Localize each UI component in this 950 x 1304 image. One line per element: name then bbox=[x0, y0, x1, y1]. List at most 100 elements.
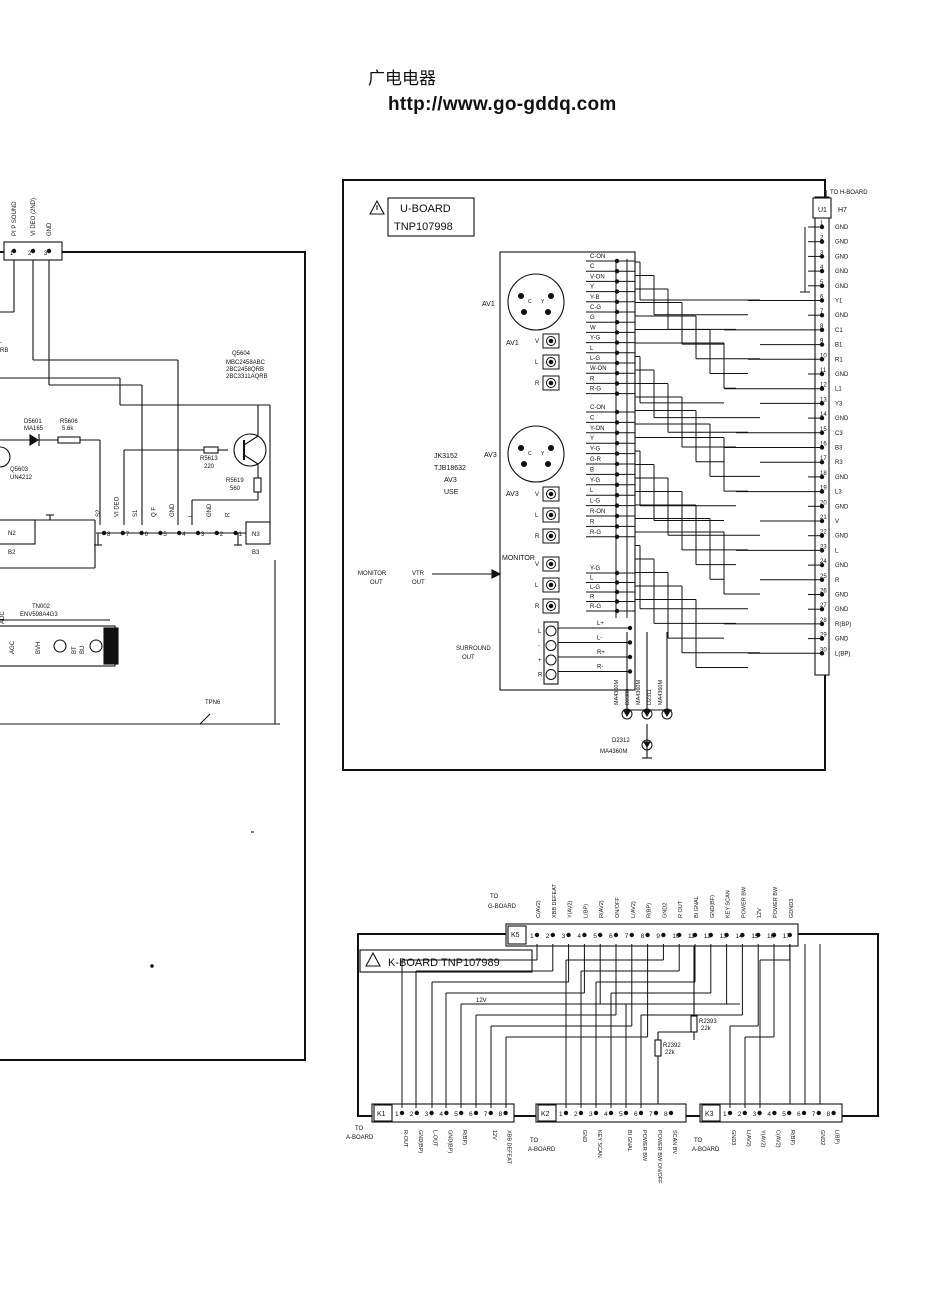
tuner-pin-label: BVH bbox=[36, 642, 42, 654]
surround-pin-label: + bbox=[538, 658, 542, 664]
av1-signal-label: R bbox=[590, 376, 595, 382]
k2-pin bbox=[578, 1110, 584, 1116]
k2-pin-label: KEY SCAN bbox=[596, 1130, 602, 1158]
k5-pin-number: 10 bbox=[672, 933, 680, 940]
u1-pin-label: GND bbox=[835, 269, 849, 275]
k1-pin-label: GND(BP) bbox=[417, 1130, 423, 1153]
u1-pin-label: GND bbox=[835, 254, 849, 260]
k5-connector bbox=[505, 923, 799, 947]
k3-pin-label: GND2 bbox=[819, 1130, 825, 1145]
b-connector-pin bbox=[101, 530, 107, 536]
k5-pin bbox=[724, 932, 729, 938]
b-connector-label: GND bbox=[170, 503, 176, 517]
u1-pin-number: 10 bbox=[820, 353, 827, 359]
u1-pin-number: 4 bbox=[820, 265, 824, 271]
k5-pin bbox=[566, 932, 571, 938]
k5-pin bbox=[550, 932, 555, 938]
av3-rca-jack bbox=[542, 486, 560, 502]
u1-pin-number: 15 bbox=[820, 427, 827, 433]
k5-pin-number: 16 bbox=[767, 933, 775, 940]
monitor-signal-label: Y-G bbox=[590, 566, 600, 572]
u1-pin-label: GND bbox=[835, 534, 849, 540]
b-connector-label: S2 bbox=[96, 509, 102, 517]
k5-pin bbox=[756, 932, 761, 938]
u1-pin-label: GND bbox=[835, 313, 849, 319]
k3-pin bbox=[772, 1110, 777, 1116]
k1-pin-label: XBB DEFEAT bbox=[506, 1130, 512, 1164]
u1-pin-number: 5 bbox=[820, 280, 824, 286]
u1-pin-label: L bbox=[835, 548, 839, 554]
k1-pin bbox=[429, 1110, 434, 1116]
k3-pin-label: R(BP) bbox=[789, 1130, 795, 1145]
u1-pin-number: 16 bbox=[820, 442, 827, 448]
b-connector-label: R bbox=[226, 512, 232, 517]
av3-signal-label: C bbox=[590, 415, 595, 421]
monitor-rca-label: R bbox=[535, 604, 540, 610]
surround-signal-label: L- bbox=[597, 636, 602, 642]
av1-signal-label: Y bbox=[590, 285, 594, 291]
site-name-cn: 广电电器 bbox=[368, 69, 436, 89]
din-pin-label: Y bbox=[541, 299, 545, 305]
k5-pin bbox=[787, 932, 792, 938]
k1-pin-number: 3 bbox=[425, 1111, 429, 1118]
k5-pin-number: 2 bbox=[546, 933, 550, 940]
k2-pin-number: 4 bbox=[604, 1111, 608, 1118]
k5-pin-label: C(AV2) bbox=[536, 900, 542, 918]
diode-symbol bbox=[661, 708, 673, 720]
k-board-frame bbox=[357, 933, 879, 1117]
av1-signal-label: W-ON bbox=[590, 366, 607, 372]
b-connector-pin bbox=[139, 530, 144, 536]
u1-pin-number: 1 bbox=[820, 221, 824, 227]
diode-label: D2308 bbox=[625, 689, 631, 705]
monitor-rca-jack bbox=[542, 577, 560, 593]
u1-pin-label: Y1 bbox=[835, 299, 843, 305]
k3-pin-number: 2 bbox=[738, 1111, 742, 1118]
b-top-pin-number: 3 bbox=[44, 251, 48, 257]
k5-pin-number: 8 bbox=[641, 933, 645, 940]
k3-pin-label: L(BP) bbox=[834, 1130, 840, 1144]
av1-din-jack bbox=[507, 273, 565, 331]
din-pin-label: C bbox=[528, 451, 532, 457]
av3-rca-label: R bbox=[535, 534, 540, 540]
diode-label: MA4360M bbox=[636, 680, 642, 705]
k5-pin bbox=[534, 932, 540, 938]
k3-pin-number: 5 bbox=[782, 1111, 786, 1118]
k5-pin bbox=[677, 932, 682, 938]
k5-pin bbox=[661, 932, 666, 938]
k2-pin-label: GND bbox=[581, 1130, 587, 1142]
b-connector-label: S1 bbox=[133, 509, 139, 517]
u1-connector bbox=[814, 196, 830, 676]
k1-pin bbox=[488, 1110, 493, 1116]
b-top-pin bbox=[30, 248, 36, 254]
av1-rca-jack bbox=[542, 333, 560, 349]
k2-pin-number: 6 bbox=[634, 1111, 638, 1118]
din-pin-label: C bbox=[528, 299, 532, 305]
q5604-symbol bbox=[233, 433, 267, 467]
u1-pin-label: B1 bbox=[835, 343, 843, 349]
u1-pin-number: 19 bbox=[820, 486, 827, 492]
tuner-pin-label: AGC bbox=[10, 640, 16, 654]
u1-pin-label: GND bbox=[835, 593, 849, 599]
u1-pin-label: V bbox=[835, 519, 839, 525]
av3-signal-label: R bbox=[590, 519, 595, 525]
u1-pin-label: R3 bbox=[835, 460, 843, 466]
k1-connector bbox=[371, 1103, 515, 1123]
k2-pin-number: 1 bbox=[559, 1111, 563, 1118]
k3-pin-label: Y(AV2) bbox=[760, 1130, 766, 1147]
k3-pin bbox=[831, 1110, 836, 1116]
u1-pin-label: GND bbox=[835, 607, 849, 613]
k5-pin-label: 12V bbox=[757, 908, 763, 918]
u1-pin-number: 30 bbox=[820, 647, 827, 653]
k5-pin-number: 9 bbox=[656, 933, 660, 940]
surround-terminal bbox=[545, 640, 557, 651]
surround-signal-tap bbox=[627, 625, 633, 631]
k1-pin-number: 2 bbox=[410, 1111, 414, 1118]
k5-pin-label: L(BP) bbox=[583, 904, 589, 918]
u1-pin-number: 17 bbox=[820, 456, 827, 462]
k1-pin bbox=[444, 1110, 449, 1116]
b-connector-pin-number: 3 bbox=[201, 532, 205, 538]
u1-pin-number: 27 bbox=[820, 603, 827, 609]
av3-signal-label: R-G bbox=[590, 530, 601, 536]
u1-pin-label: GND bbox=[835, 372, 849, 378]
av1-signal-label: L-G bbox=[590, 356, 600, 362]
